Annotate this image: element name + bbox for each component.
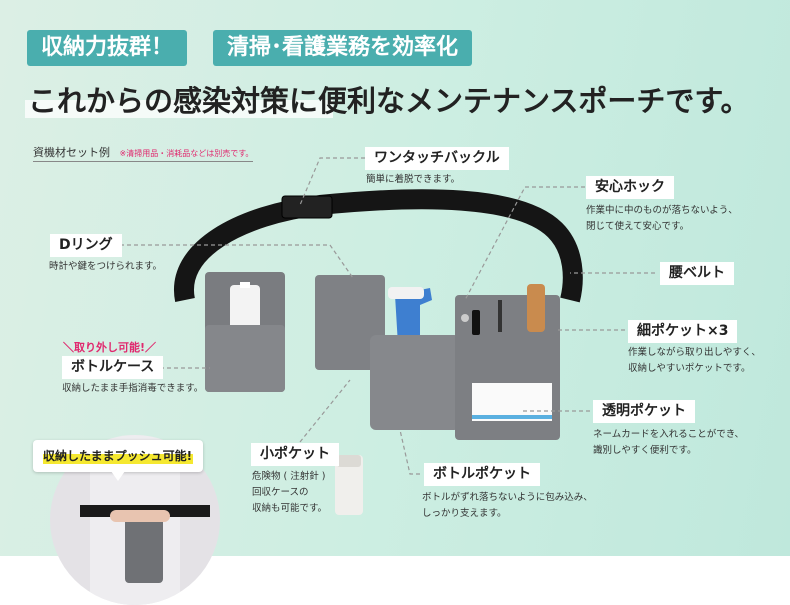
desc-buckle: 簡単に着脱できます。: [366, 172, 460, 188]
desc-line: 回収ケースの: [252, 487, 309, 498]
desc-dring: 時計や鍵をつけられます。: [49, 259, 162, 275]
desc-line: 識別しやすく便利です。: [593, 445, 697, 456]
set-example-note: ※清掃用品・消耗品などは別売です。: [119, 149, 254, 158]
desc-line: 危険物 ( 注射針 ): [252, 471, 326, 482]
label-clear-pocket: 透明ポケット: [593, 400, 695, 423]
waist-belt: [174, 189, 583, 303]
sanitizer-bottle: [230, 285, 260, 330]
spray-bottle: [395, 288, 432, 345]
center-pouch: [315, 275, 385, 370]
name-card: [472, 383, 552, 421]
brush-handle: [527, 284, 545, 332]
tag-storage: 収納力抜群！: [27, 30, 188, 66]
bottle-pocket: [370, 335, 460, 430]
small-case: [335, 455, 363, 515]
desc-line: ネームカードを入れることができ、: [593, 429, 745, 440]
headline-highlight: [25, 100, 333, 118]
headline: これからの感染対策に便利なメンテナンスポーチです。: [28, 84, 750, 118]
set-example: 資機材セット例 ※清掃用品・消耗品などは別売です。: [33, 144, 254, 162]
desc-line: ボトルがずれ落ちないように包み込み、: [422, 492, 593, 503]
desc-bottle-case: 収納したまま手指消毒できます。: [62, 381, 203, 397]
label-small-pocket: 小ポケット: [251, 443, 339, 466]
desc-bottle-pocket: ボトルがずれ落ちないように包み込み、しっかり支えます。: [422, 490, 593, 522]
badge-text: 取り外し可能!: [74, 341, 146, 354]
desc-hook: 作業中に中のものが落ちないよう、閉じて使えて安心です。: [586, 203, 738, 235]
label-dring: Dリング: [50, 234, 122, 257]
desc-line: 簡単に着脱できます。: [366, 174, 461, 185]
desc-line: 作業中に中のものが落ちないよう、: [586, 205, 738, 216]
desc-line: 時計や鍵をつけられます。: [49, 261, 163, 272]
speech-bubble-text: 収納したままプッシュ可能!: [43, 449, 193, 463]
buckle: [281, 195, 333, 219]
desc-clear-pocket: ネームカードを入れることができ、識別しやすく便利です。: [593, 427, 744, 459]
label-belt: 腰ベルト: [660, 262, 734, 285]
tag-efficiency: 清掃･看護業務を効率化: [213, 30, 473, 66]
desc-line: 作業しながら取り出しやすく、: [628, 347, 761, 358]
label-bottle-case: ボトルケース: [62, 356, 164, 379]
set-example-label: 資機材セット例: [33, 146, 110, 159]
speech-bubble: 収納したままプッシュ可能!: [33, 440, 203, 481]
desc-line: しっかり支えます。: [422, 508, 507, 519]
label-slim-pocket: 細ポケット×3: [628, 320, 738, 343]
label-buckle: ワンタッチバックル: [365, 147, 509, 170]
desc-line: 閉じて使えて安心です。: [586, 221, 690, 232]
desc-line: 収納したまま手指消毒できます。: [62, 383, 204, 394]
desc-slim-pocket: 作業しながら取り出しやすく、収納しやすいポケットです。: [628, 345, 761, 377]
label-bottle-pocket: ボトルポケット: [424, 463, 540, 486]
badge-removable: ＼取り外し可能!／: [63, 341, 157, 354]
desc-small-pocket: 危険物 ( 注射針 ) 回収ケースの収納も可能です。: [252, 469, 327, 517]
label-hook: 安心ホック: [586, 176, 674, 199]
desc-line: 収納も可能です。: [252, 503, 328, 514]
desc-line: 収納しやすいポケットです。: [628, 363, 751, 374]
